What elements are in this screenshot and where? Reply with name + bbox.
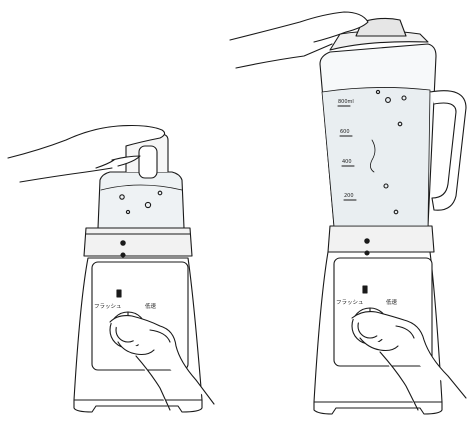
right-collar xyxy=(328,226,434,252)
right-dial-label-pulse: フラッシュ xyxy=(336,299,364,306)
right-jar-handle[interactable] xyxy=(430,91,466,211)
right-jar-liquid xyxy=(322,87,430,226)
left-base-feet xyxy=(74,400,202,412)
left-dial-label-low: 低速 xyxy=(145,302,157,310)
right-scale-mark-800: 800ml xyxy=(338,99,354,105)
right-scale-mark-200: 200 xyxy=(344,193,354,199)
right-scale-mark-400: 400 xyxy=(342,159,352,165)
right-dial-label-low: 低速 xyxy=(386,298,398,306)
left-cup xyxy=(98,172,184,228)
left-lock-dot-icon xyxy=(121,241,125,245)
right-blender xyxy=(230,12,466,414)
right-scale-mark-600: 600 xyxy=(340,129,350,135)
left-dial-label-pulse: フラッシュ xyxy=(94,303,122,310)
right-lock-dot-icon xyxy=(365,239,369,243)
right-base-feet xyxy=(314,402,442,414)
left-blender xyxy=(8,126,214,413)
left-collar xyxy=(84,228,192,256)
